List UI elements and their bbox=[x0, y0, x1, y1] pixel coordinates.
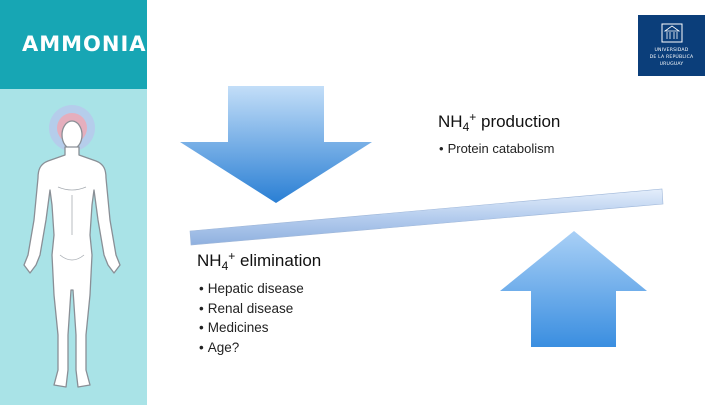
elimination-list: •Hepatic disease •Renal disease •Medicin… bbox=[199, 279, 304, 357]
elimination-heading-label: elimination bbox=[235, 251, 322, 270]
logo-text-line-1: UNIVERSIDAD bbox=[654, 48, 689, 53]
arrow-up-icon bbox=[500, 231, 647, 347]
elimination-heading-subscript: 4 bbox=[221, 259, 229, 273]
balance-beam bbox=[189, 188, 664, 246]
production-heading-nh: NH bbox=[438, 112, 463, 131]
list-item: •Renal disease bbox=[199, 300, 294, 316]
production-heading: NH4+ production bbox=[438, 110, 561, 134]
university-emblem-icon bbox=[661, 23, 683, 43]
production-item-text: Protein catabolism bbox=[447, 141, 555, 156]
elimination-item-text: Hepatic disease bbox=[207, 281, 304, 296]
elimination-item-text: Renal disease bbox=[207, 300, 294, 316]
production-heading-label: production bbox=[476, 112, 561, 131]
arrow-down-icon bbox=[180, 86, 372, 203]
production-heading-subscript: 4 bbox=[462, 120, 470, 134]
list-item: •Hepatic disease bbox=[199, 281, 304, 296]
title-bar: AMMONIA bbox=[0, 0, 147, 89]
logo-text-line-3: URUGUAY bbox=[659, 62, 684, 67]
list-item: •Protein catabolism bbox=[439, 141, 555, 156]
elimination-heading-nh: NH bbox=[197, 251, 222, 270]
slide-title: AMMONIA bbox=[22, 32, 147, 56]
list-item: •Age? bbox=[199, 339, 240, 355]
elimination-item-text: Medicines bbox=[207, 320, 269, 335]
elimination-heading-superscript: + bbox=[228, 249, 236, 263]
elimination-item-text: Age? bbox=[207, 339, 240, 355]
logo-text-line-2: DE LA REPÚBLICA bbox=[649, 55, 694, 60]
human-body-outline-icon bbox=[23, 105, 121, 388]
list-item: •Medicines bbox=[199, 320, 269, 335]
elimination-heading: NH4+ elimination bbox=[197, 249, 322, 273]
production-heading-superscript: + bbox=[469, 110, 477, 124]
university-logo: UNIVERSIDAD DE LA REPÚBLICA URUGUAY bbox=[638, 15, 705, 76]
production-list: •Protein catabolism bbox=[439, 141, 555, 156]
